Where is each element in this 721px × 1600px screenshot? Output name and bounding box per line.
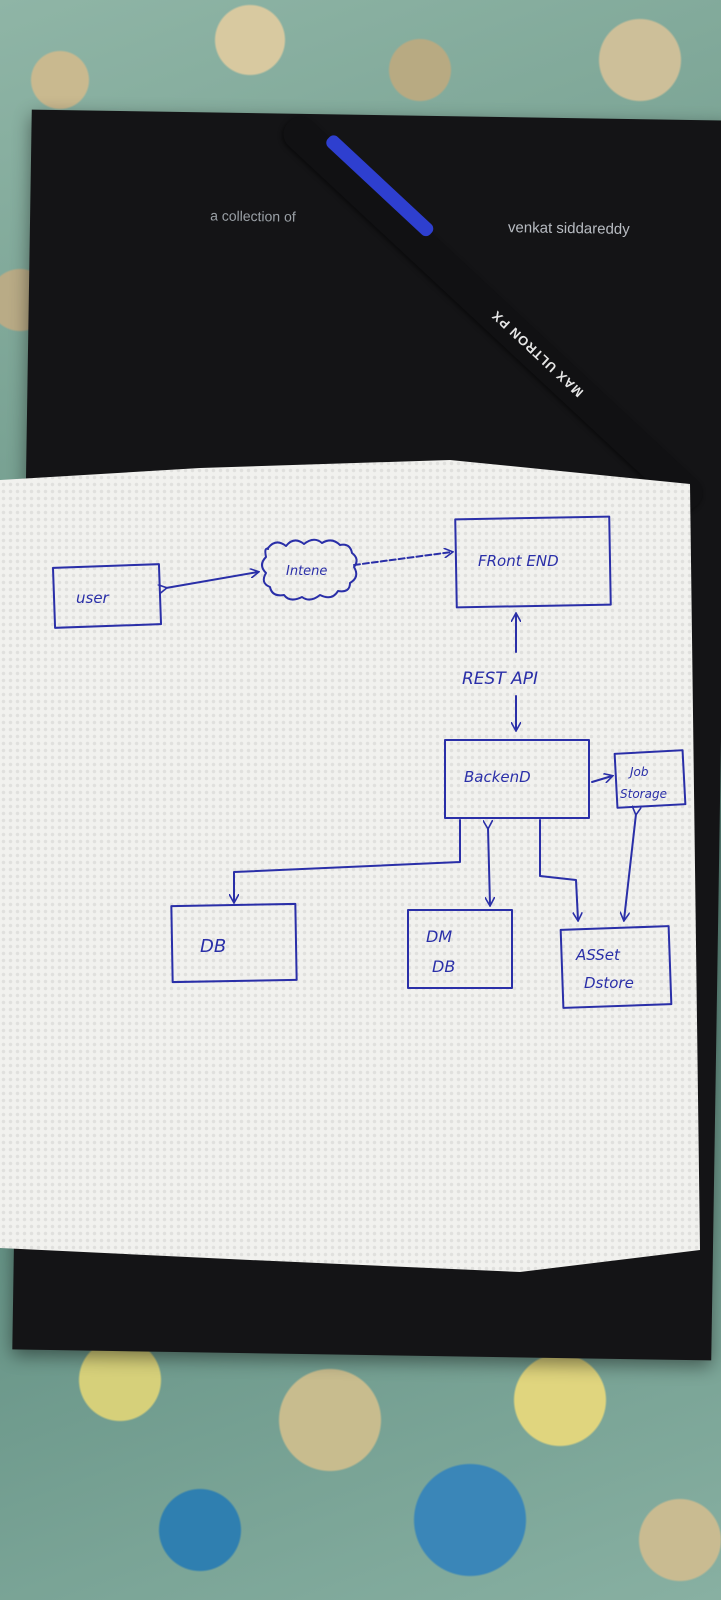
arrow-user-internet: [166, 572, 258, 588]
frontend-label: FRont END: [478, 552, 559, 570]
arrow-internet-frontend: [353, 552, 452, 566]
job-storage-label-1: Job: [628, 765, 649, 779]
dm-db-label-1: DM: [426, 927, 452, 946]
internet-label: Intene: [286, 564, 327, 579]
backend-label: BackenD: [464, 768, 531, 786]
job-storage-box: [613, 749, 687, 809]
asset-store-label-2: Dstore: [584, 974, 634, 992]
asset-store-label-1: ASSet: [575, 946, 621, 964]
arrow-backend-dmdb: [488, 828, 490, 905]
internet-cloud: [261, 538, 358, 601]
db-box: [170, 902, 298, 984]
arrow-backend-assetstore: [539, 819, 578, 920]
job-storage-label-2: Storage: [620, 787, 667, 801]
arrow-jobstorage-assetstore: [624, 814, 636, 920]
db-label: DB: [200, 936, 226, 957]
user-label: user: [76, 589, 110, 607]
asset-store-box: [559, 925, 673, 1009]
dm-db-box: [407, 909, 513, 989]
frontend-box: [454, 515, 612, 609]
arrow-backend-db: [234, 819, 461, 902]
dm-db-label-2: DB: [432, 957, 455, 976]
rest-api-label: REST API: [462, 669, 538, 689]
arrow-backend-jobstorage: [591, 776, 612, 782]
backend-box: [444, 739, 590, 819]
